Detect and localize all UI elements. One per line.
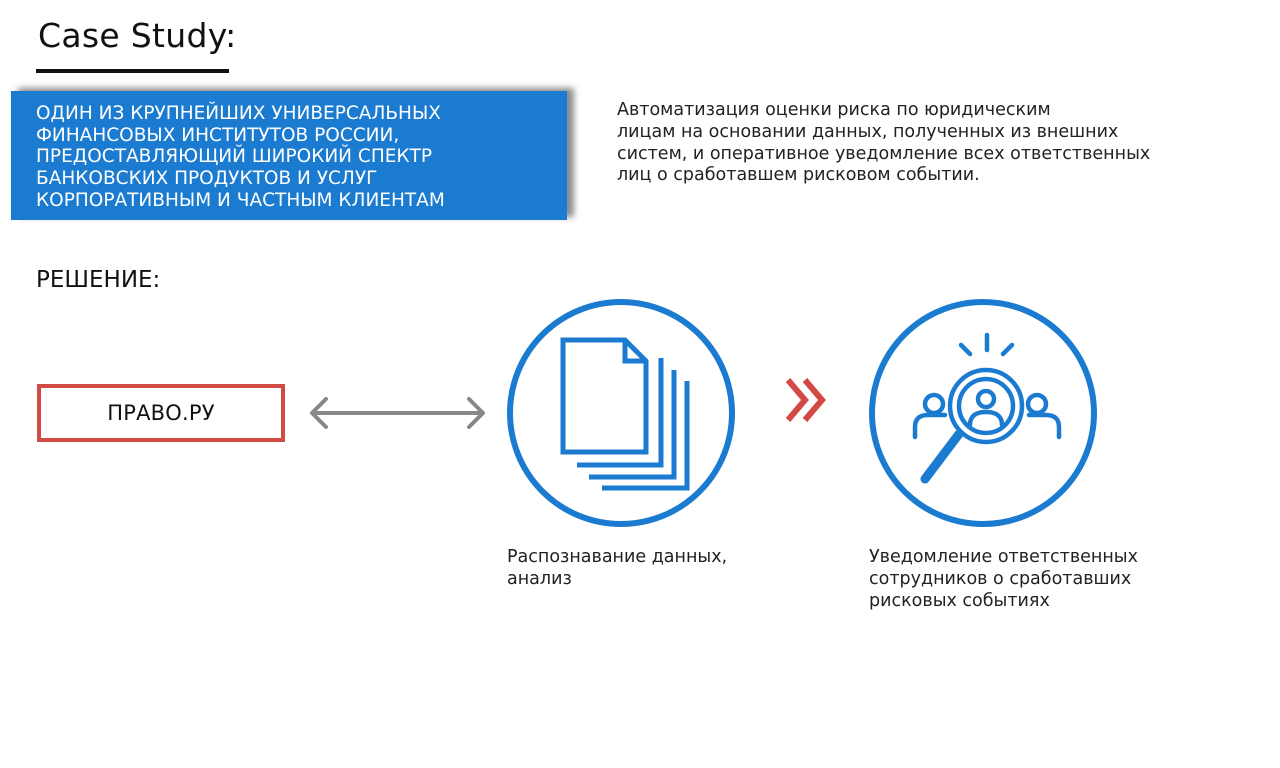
magnifier-people-icon xyxy=(912,332,1062,484)
step-circle-recognition xyxy=(507,299,735,527)
step-caption-recognition: Распознавание данных, анализ xyxy=(507,547,728,589)
source-system-label: ПРАВО.РУ xyxy=(107,401,215,425)
solution-heading: РЕШЕНИЕ: xyxy=(36,267,161,293)
title-underline xyxy=(36,69,229,73)
page-title: Case Study: xyxy=(38,16,237,55)
task-description: Автоматизация оценки риска по юридически… xyxy=(617,100,1151,186)
client-description-box: ОДИН ИЗ КРУПНЕЙШИХ УНИВЕРСАЛЬНЫХ ФИНАНСО… xyxy=(11,91,567,220)
step-caption-notification: Уведомление ответственных сотрудников о … xyxy=(869,547,1138,611)
double-chevron-right-icon xyxy=(785,378,826,422)
client-description: ОДИН ИЗ КРУПНЕЙШИХ УНИВЕРСАЛЬНЫХ ФИНАНСО… xyxy=(36,103,445,211)
bidirectional-arrow-icon xyxy=(310,397,485,429)
documents-icon xyxy=(560,337,690,491)
step-circle-notification xyxy=(869,299,1097,527)
source-system-box: ПРАВО.РУ xyxy=(37,384,285,442)
